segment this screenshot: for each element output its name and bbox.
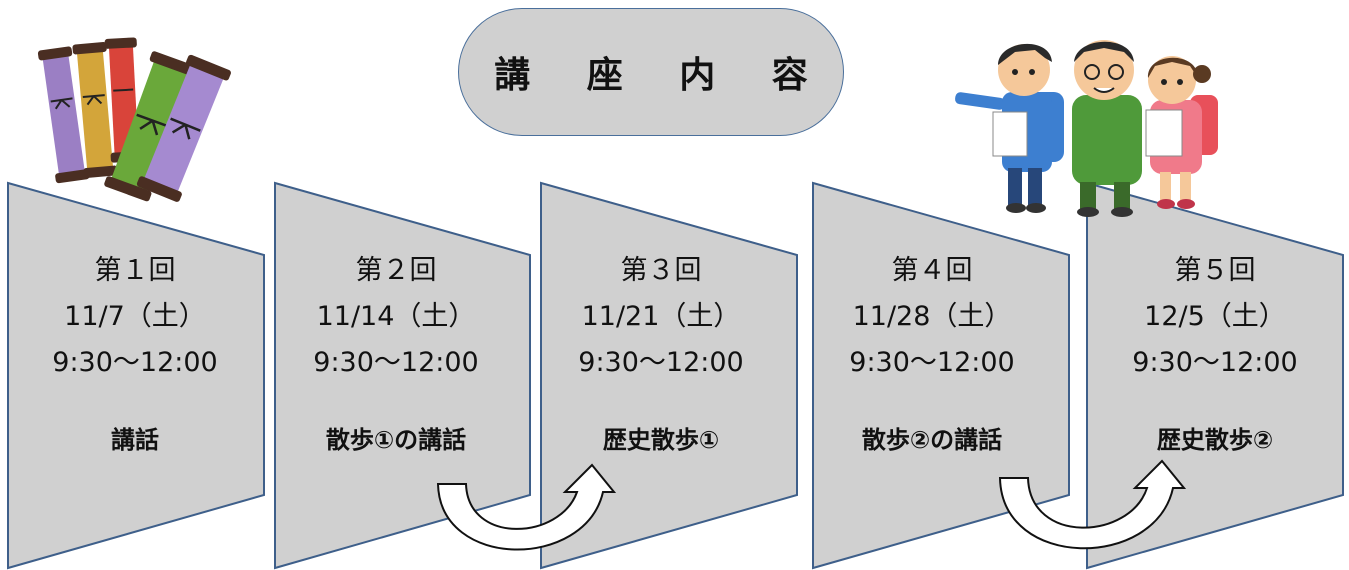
session-card-2	[274, 181, 531, 570]
session-date: 11/28（土）	[852, 301, 1012, 332]
session-topic: 散歩②の講話	[861, 426, 1003, 454]
session-topic: 歴史散歩①	[602, 426, 720, 454]
session-time: 9:30～12:00	[1132, 347, 1298, 378]
session-time: 9:30～12:00	[578, 347, 744, 378]
scrolls-icon	[37, 37, 231, 202]
session-card-1	[7, 181, 265, 570]
hikers-icon	[955, 40, 1218, 217]
session-card-3	[540, 181, 798, 570]
session-topic: 歴史散歩②	[1156, 426, 1274, 454]
session-topic: 散歩①の講話	[325, 426, 467, 454]
session-date: 11/7（土）	[64, 301, 206, 332]
session-5-text: 第５回 12/5（土） 9:30～12:00 歴史散歩②	[1095, 248, 1335, 455]
session-topic: 講話	[111, 426, 159, 454]
session-time: 9:30～12:00	[849, 347, 1015, 378]
session-time: 9:30～12:00	[313, 347, 479, 378]
session-3-text: 第３回 11/21（土） 9:30～12:00 歴史散歩①	[541, 248, 781, 455]
session-card-4	[812, 181, 1070, 570]
title-text: 講 座 内 容	[494, 55, 830, 96]
curved-arrow-icon	[998, 459, 1187, 550]
session-number: 第３回	[620, 255, 702, 286]
session-number: 第２回	[355, 255, 437, 286]
session-number: 第５回	[1174, 255, 1256, 286]
curved-arrow-icon	[436, 463, 617, 551]
session-date: 11/14（土）	[316, 301, 476, 332]
session-number: 第４回	[891, 255, 973, 286]
session-2-text: 第２回 11/14（土） 9:30～12:00 散歩①の講話	[276, 248, 516, 455]
session-4-text: 第４回 11/28（土） 9:30～12:00 散歩②の講話	[812, 248, 1052, 455]
session-date: 11/21（土）	[581, 301, 741, 332]
session-date: 12/5（土）	[1144, 301, 1286, 332]
session-number: 第１回	[94, 255, 176, 286]
title-banner: 講 座 内 容	[458, 8, 844, 136]
session-1-text: 第１回 11/7（土） 9:30～12:00 講話	[15, 248, 255, 455]
session-time: 9:30～12:00	[52, 347, 218, 378]
